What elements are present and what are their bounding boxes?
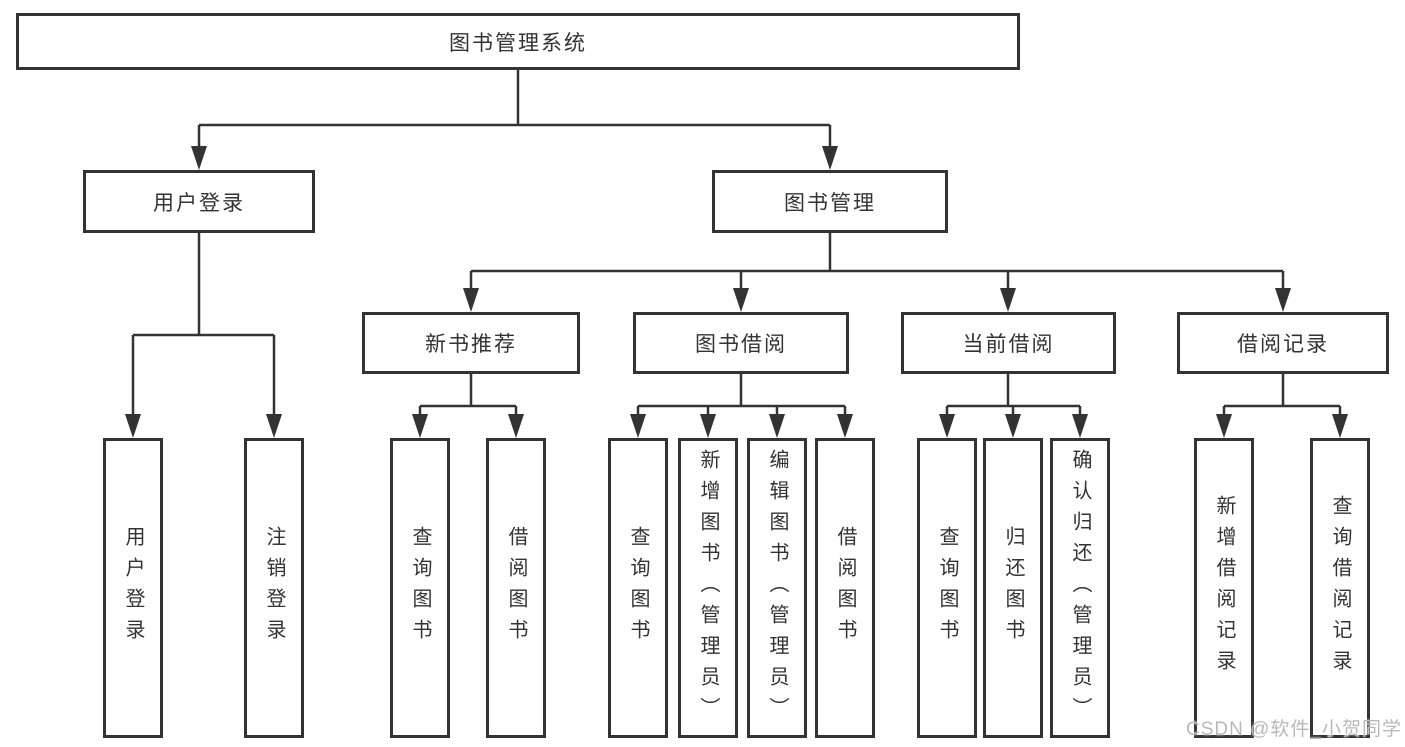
node-leaf-query-borrow-record-label: 查询借阅记录 — [1329, 495, 1351, 681]
node-user-login: 用户登录 — [83, 170, 315, 233]
node-leaf-return-books: 归还图书 — [983, 438, 1043, 738]
node-leaf-user-login-label: 用户登录 — [122, 526, 144, 650]
node-leaf-user-login: 用户登录 — [103, 438, 163, 738]
node-leaf-confirm-return-admin: 确认归还（管理员） — [1050, 438, 1110, 738]
node-leaf-edit-books-admin-label: 编辑图书（管理员） — [766, 448, 788, 728]
node-leaf-borrow-books-recommend: 借阅图书 — [486, 438, 546, 738]
node-book-borrow-label: 图书借阅 — [695, 333, 787, 356]
node-leaf-add-borrow-record-label: 新增借阅记录 — [1213, 495, 1235, 681]
node-library-system: 图书管理系统 — [16, 13, 1020, 70]
node-leaf-query-borrow-record: 查询借阅记录 — [1310, 438, 1370, 738]
node-borrow-records: 借阅记录 — [1177, 312, 1389, 374]
node-leaf-return-books-label: 归还图书 — [1002, 526, 1024, 650]
node-leaf-borrow-books: 借阅图书 — [815, 438, 875, 738]
node-book-borrow: 图书借阅 — [633, 312, 849, 374]
node-leaf-confirm-return-admin-label: 确认归还（管理员） — [1069, 448, 1091, 728]
node-leaf-query-books-current-label: 查询图书 — [936, 526, 958, 650]
node-leaf-query-books-recommend: 查询图书 — [390, 438, 450, 738]
node-new-book-recommend: 新书推荐 — [362, 312, 580, 374]
node-borrow-records-label: 借阅记录 — [1237, 333, 1329, 356]
node-book-management: 图书管理 — [712, 170, 948, 233]
node-leaf-add-books-admin-label: 新增图书（管理员） — [697, 448, 719, 728]
node-library-system-label: 图书管理系统 — [449, 31, 587, 55]
csdn-watermark: CSDN @软件_小贺同学 — [1186, 719, 1402, 740]
node-leaf-query-books-current: 查询图书 — [917, 438, 977, 738]
node-current-borrow: 当前借阅 — [901, 312, 1116, 374]
node-leaf-borrow-books-label: 借阅图书 — [834, 526, 856, 650]
arrowhead-icon — [125, 146, 1348, 438]
node-leaf-query-books-borrow-label: 查询图书 — [627, 526, 649, 650]
connector-path — [131, 70, 1342, 418]
node-new-book-recommend-label: 新书推荐 — [425, 333, 517, 356]
node-leaf-borrow-books-recommend-label: 借阅图书 — [505, 526, 527, 650]
node-leaf-query-books-borrow: 查询图书 — [608, 438, 668, 738]
node-leaf-logout: 注销登录 — [244, 438, 304, 738]
node-leaf-query-books-recommend-label: 查询图书 — [409, 526, 431, 650]
node-current-borrow-label: 当前借阅 — [962, 333, 1055, 356]
node-leaf-add-borrow-record: 新增借阅记录 — [1194, 438, 1254, 738]
node-leaf-add-books-admin: 新增图书（管理员） — [678, 438, 738, 738]
node-leaf-logout-label: 注销登录 — [263, 526, 285, 650]
node-leaf-edit-books-admin: 编辑图书（管理员） — [747, 438, 807, 738]
node-user-login-label: 用户登录 — [153, 191, 245, 215]
node-book-management-label: 图书管理 — [784, 191, 876, 215]
